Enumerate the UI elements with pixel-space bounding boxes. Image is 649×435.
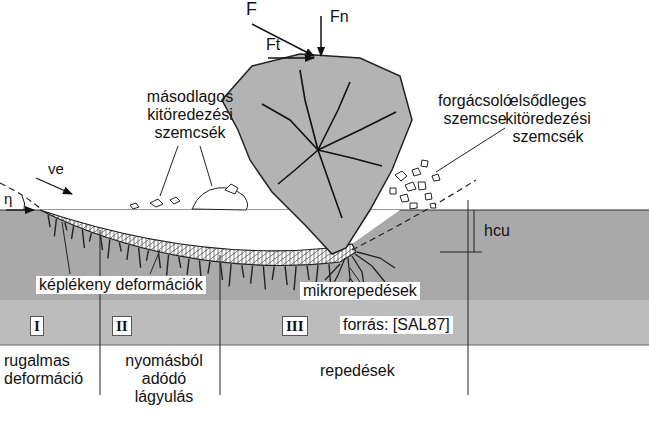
force-label: Ft [266, 36, 280, 54]
crack-tick [65, 223, 67, 231]
force-label: F [246, 0, 257, 18]
primary-breakout-particles [390, 160, 440, 209]
crack-tick [229, 264, 231, 286]
zone-label: nyomásból adódó lágyulás [114, 352, 214, 406]
depth-label: hcu [484, 222, 510, 240]
zone-number: II [112, 316, 132, 336]
leader-lines [62, 128, 505, 282]
force-arrows [252, 16, 321, 58]
crack-tick [272, 266, 274, 279]
crack-tick [54, 219, 56, 237]
zone-label: képlékeny deformációk [36, 276, 206, 294]
crack-tick [139, 248, 141, 268]
crack-tick [294, 266, 296, 290]
zone-label: repedések [320, 362, 395, 380]
crack-tick [89, 233, 91, 242]
crack-tick [179, 257, 181, 268]
crack-tick [82, 230, 84, 248]
crack-tick [146, 250, 148, 260]
crack-tick [208, 262, 210, 274]
crack-tick [48, 215, 50, 227]
crack-tick [119, 242, 121, 251]
particle-label: másodlagos kitöredezési szemcsék [135, 88, 245, 142]
crack-tick [220, 263, 222, 280]
grain-cracks [262, 70, 396, 218]
source-note: forrás: [SAL87] [340, 316, 453, 334]
hcu-dimension [440, 210, 482, 252]
crack-tick [263, 266, 265, 289]
crack-tick [167, 255, 169, 276]
zone-number: III [282, 316, 308, 336]
angle-label: η [4, 190, 12, 208]
crack-tick [251, 266, 253, 284]
zone-label: rugalmas deformáció [4, 352, 100, 388]
crack-tick [307, 266, 309, 280]
crack-label: mikrorepedések [300, 282, 420, 300]
workpiece-lower [0, 300, 649, 345]
crack-tick [242, 265, 244, 278]
secondary-breakout-particles [130, 184, 248, 210]
particle-label: elsődleges kitöredezési szemcsék [492, 92, 604, 146]
velocity-label: ve [48, 160, 64, 178]
crack-tick [158, 253, 160, 268]
crack-tick [187, 259, 189, 275]
crack-tick [101, 236, 103, 250]
crack-tick [127, 245, 129, 260]
crack-tick [108, 239, 110, 258]
crack-tick [72, 226, 74, 239]
force-label: Fn [330, 8, 349, 26]
zone-number: I [30, 316, 44, 336]
cutting-grain [222, 54, 412, 254]
crack-tick [285, 266, 287, 285]
